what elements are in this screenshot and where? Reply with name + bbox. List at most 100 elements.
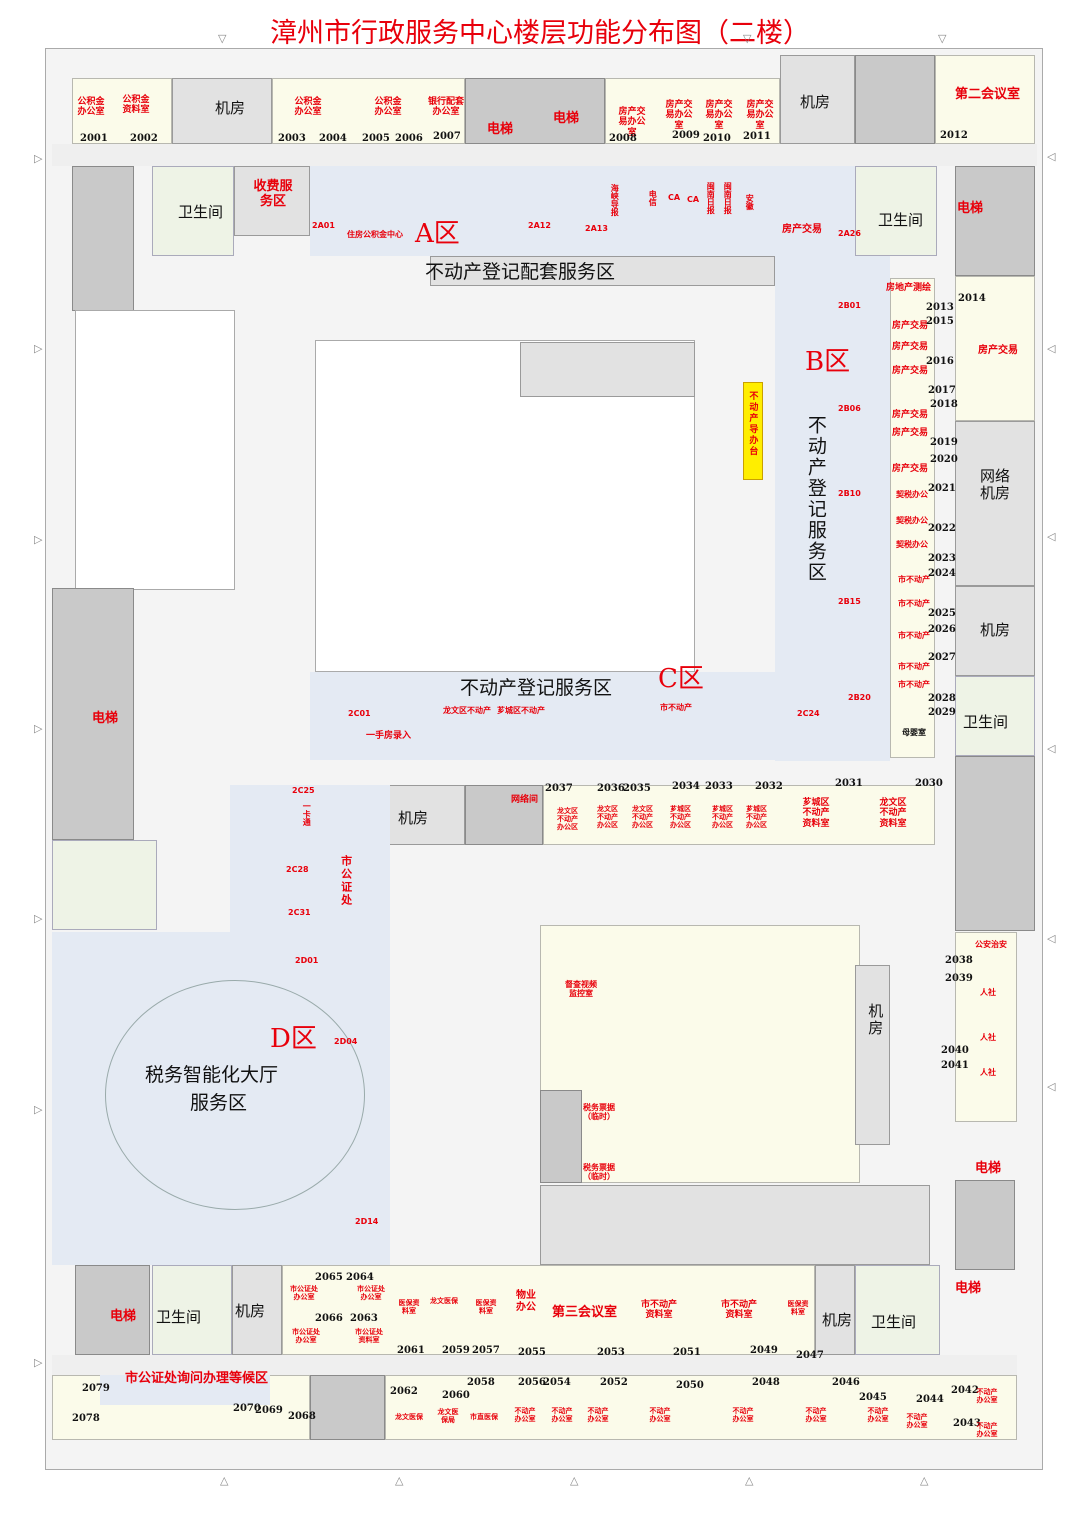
room-number: 2042 <box>951 1385 979 1396</box>
room-label: 机房 <box>800 93 831 111</box>
elevator-block <box>955 1180 1015 1270</box>
room-label: 人社 <box>980 1033 996 1042</box>
room-label: 房产交易办公室 <box>618 107 646 138</box>
marker-icon: △ <box>395 1474 404 1487</box>
room-number: 2058 <box>467 1377 495 1388</box>
room-number: 2034 <box>672 781 700 792</box>
counter-number: 2C28 <box>286 865 309 874</box>
zone-d-label: D区 <box>270 1024 317 1054</box>
elevator-block <box>465 78 605 144</box>
room-number: 2027 <box>928 652 956 663</box>
room-label: 市公证处办公室 <box>290 1285 318 1302</box>
room-label: 房产交易办公室 <box>705 100 733 131</box>
hall-seating <box>105 980 365 1210</box>
marker-icon: △ <box>570 1474 579 1487</box>
restroom-label: 卫生间 <box>871 1313 917 1331</box>
room <box>855 965 890 1145</box>
room-label: 机房 <box>398 809 429 827</box>
room-label: 契税办公 <box>896 540 928 549</box>
counter-label: 龙文区不动产 <box>443 706 491 715</box>
marker-icon: ▷ <box>34 912 43 925</box>
room-number: 2065 <box>315 1272 343 1283</box>
room-label: 不动产办公室 <box>587 1407 609 1424</box>
stair-block <box>75 1265 150 1355</box>
restroom-label: 卫生间 <box>963 713 1009 731</box>
room-number: 2006 <box>395 133 423 144</box>
room-row <box>385 1375 1017 1440</box>
room-number: 2053 <box>597 1347 625 1358</box>
room-number: 2051 <box>673 1347 701 1358</box>
restroom-label: 卫生间 <box>156 1308 202 1326</box>
elevator-label: 电梯 <box>957 201 984 216</box>
room-label: 不动产办公室 <box>805 1407 827 1424</box>
room <box>815 1265 855 1355</box>
stair-block <box>955 756 1035 931</box>
counter-label: 一卡通 <box>302 802 312 826</box>
room-label: 芗城区不动产办公区 <box>670 805 691 830</box>
room <box>605 78 780 144</box>
room-label: 龙文区不动产资料室 <box>879 798 907 829</box>
room-label: 市不动产 <box>898 631 930 640</box>
room-label: 收费服务区 <box>253 179 293 209</box>
room-label: 市不动产资料室 <box>720 1300 757 1321</box>
room-label: 机房 <box>866 1003 885 1037</box>
hall <box>540 925 860 1183</box>
room-number: 2028 <box>928 693 956 704</box>
room <box>780 55 855 144</box>
room-number: 2046 <box>832 1377 860 1388</box>
room-number: 2055 <box>518 1347 546 1358</box>
restroom-label: 卫生间 <box>878 211 924 229</box>
room-number: 2037 <box>545 783 573 794</box>
marker-icon: △ <box>220 1474 229 1487</box>
area-label: 税务智能化大厅 <box>145 1064 279 1086</box>
counter-label: 市不动产 <box>660 703 692 712</box>
room-column <box>890 278 935 758</box>
room-number: 2038 <box>945 955 973 966</box>
room-number: 2030 <box>915 778 943 789</box>
room-label: 龙文区不动产办公区 <box>557 807 578 832</box>
stair-block <box>955 166 1035 276</box>
room-label: 不动产办公室 <box>514 1407 536 1424</box>
area-label: 不动产登记配套服务区 <box>425 261 616 283</box>
room-number: 2044 <box>916 1394 944 1405</box>
counter-number: 2C31 <box>288 908 311 917</box>
room-number: 2035 <box>623 783 651 794</box>
room-label: 不动产办公室 <box>551 1407 573 1424</box>
corridor <box>52 144 1037 166</box>
restroom-block <box>152 166 234 256</box>
counter-number: 2A26 <box>838 229 861 238</box>
room-label: 房产交易 <box>892 410 929 420</box>
room-label: 不动产办公室 <box>906 1413 928 1430</box>
restroom-label: 卫生间 <box>178 203 224 221</box>
marker-icon: ▷ <box>34 342 43 355</box>
room-label: 医保资料室 <box>398 1299 420 1316</box>
room-label: 市不动产 <box>898 662 930 671</box>
room-number: 2031 <box>835 778 863 789</box>
room-label: 市公证处 <box>339 855 353 907</box>
room-label: 房产交易 <box>892 428 929 438</box>
marker-icon: ◁ <box>1047 150 1056 163</box>
area-label: 服务区 <box>190 1092 248 1114</box>
room-label: 人社 <box>980 988 996 997</box>
zone-d-upper <box>230 785 390 933</box>
waiting-area <box>100 1375 270 1405</box>
room-number: 2022 <box>928 523 956 534</box>
room-label: 机房 <box>980 621 1011 639</box>
room-label: 第三会议室 <box>552 1305 618 1320</box>
room <box>232 1265 282 1355</box>
restroom-block <box>955 676 1035 756</box>
counter-label: 电信 <box>648 190 658 206</box>
room-label: 网络机房 <box>979 467 1010 503</box>
elevator-label: 电梯 <box>110 1309 137 1324</box>
room-number: 2011 <box>743 131 771 142</box>
marker-icon: ◁ <box>1047 1080 1056 1093</box>
elevator-label: 电梯 <box>487 122 514 137</box>
room-label: 不动产办公室 <box>976 1422 998 1439</box>
room-number: 2059 <box>442 1345 470 1356</box>
room-number: 2002 <box>130 133 158 144</box>
room-number: 2041 <box>941 1060 969 1071</box>
room-number: 2026 <box>928 624 956 635</box>
room <box>955 586 1035 676</box>
room-label: 第二会议室 <box>955 87 1021 102</box>
